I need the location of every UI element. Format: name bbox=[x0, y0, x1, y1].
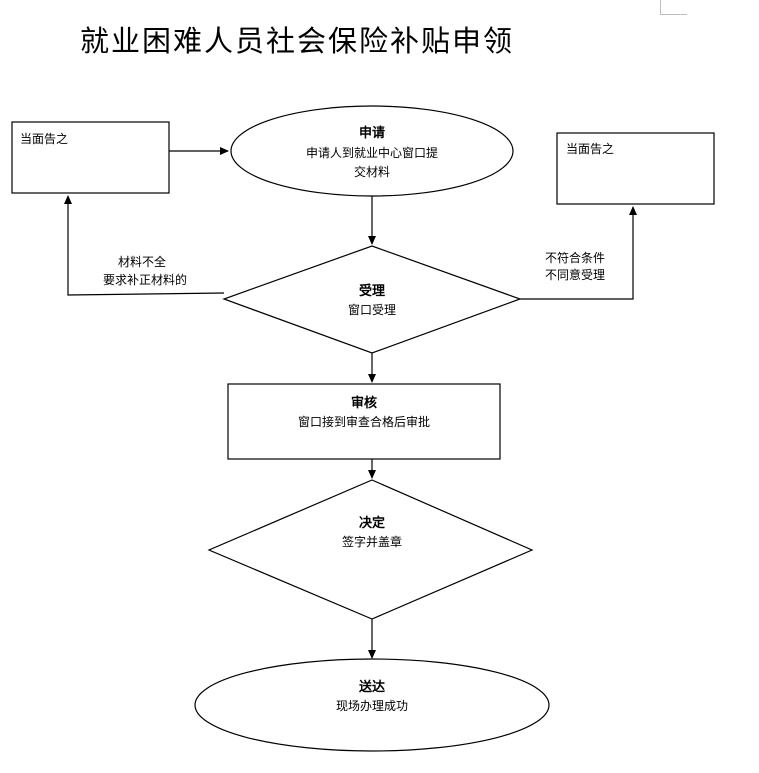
notify-left-text: 当面告之 bbox=[20, 132, 68, 146]
decide-diamond bbox=[207, 479, 534, 620]
deliver-title: 送达 bbox=[358, 679, 385, 695]
apply-line-1: 申请人到就业中心窗口提 bbox=[306, 145, 438, 160]
notify-right-box bbox=[556, 132, 715, 205]
accept-diamond bbox=[222, 245, 522, 354]
page-corner-mark bbox=[660, 0, 687, 15]
accept-title: 受理 bbox=[359, 283, 385, 299]
apply-line-2: 交材料 bbox=[354, 164, 390, 179]
deliver-line-1: 现场办理成功 bbox=[336, 698, 408, 713]
decide-line-1: 签字并盖章 bbox=[342, 534, 402, 549]
page-title: 就业困难人员社会保险补贴申领 bbox=[80, 24, 515, 58]
apply-title: 申请 bbox=[359, 125, 385, 141]
review-box bbox=[227, 383, 501, 460]
edge-accept-to-notify-left bbox=[64, 195, 225, 296]
left-edge-label-1: 材料不全 bbox=[118, 254, 166, 269]
left-edge-label-2: 要求补正材料的 bbox=[103, 272, 187, 287]
accept-line-1: 窗口受理 bbox=[348, 303, 396, 317]
right-edge-label-1: 不符合条件 bbox=[545, 250, 605, 265]
deliver-ellipse bbox=[194, 658, 550, 752]
right-edge-label-2: 不同意受理 bbox=[545, 267, 605, 282]
edge-accept-to-notify-right bbox=[520, 206, 637, 300]
notify-right-text: 当面告之 bbox=[566, 142, 614, 156]
review-line-1: 窗口接到审查合格后审批 bbox=[298, 414, 430, 429]
review-title: 审核 bbox=[351, 395, 377, 411]
decide-title: 决定 bbox=[359, 515, 385, 531]
notify-left-box bbox=[11, 121, 170, 194]
